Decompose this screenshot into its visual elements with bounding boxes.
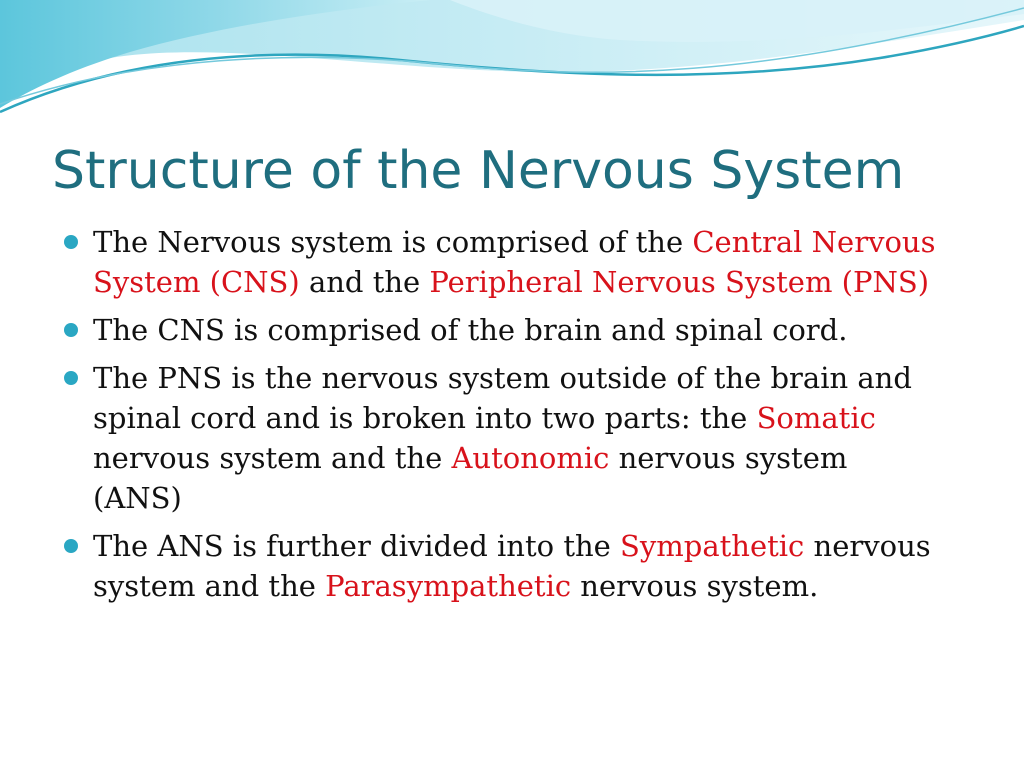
bullet-text: nervous system. [571, 569, 819, 603]
wave-band-top [450, 0, 1024, 42]
bullet-dot-icon [64, 539, 78, 553]
bullet-text: The PNS is the nervous system outside of… [93, 361, 912, 435]
bullet-dot-icon [64, 235, 78, 249]
slide-title: Structure of the Nervous System [52, 141, 905, 201]
highlighted-term: Autonomic [451, 441, 610, 475]
bullet-item: The PNS is the nervous system outside of… [62, 358, 942, 518]
bullet-list: The Nervous system is comprised of the C… [62, 222, 942, 614]
bullet-text: nervous system (ANS) [93, 441, 848, 515]
wave-band-front [0, 0, 430, 108]
bullet-text: and the [299, 265, 430, 299]
bullet-text: The CNS is comprised of the brain and sp… [93, 313, 848, 347]
bullet-item: The ANS is further divided into the Symp… [62, 526, 942, 606]
bullet-text: nervous system and the [93, 529, 931, 603]
highlighted-term: Parasympathetic [325, 569, 572, 603]
decorative-wave-header [0, 0, 1024, 114]
bullet-dot-icon [64, 371, 78, 385]
highlighted-term: Central Nervous System (CNS) [93, 225, 936, 299]
bullet-text: The Nervous system is comprised of the [93, 225, 693, 259]
bullet-item: The CNS is comprised of the brain and sp… [62, 310, 942, 350]
bullet-text: The ANS is further divided into the [93, 529, 621, 563]
wave-line-2 [0, 7, 1024, 105]
bullet-text: nervous system and the [93, 441, 452, 475]
highlighted-term: Sympathetic [620, 529, 805, 563]
highlighted-term: Peripheral Nervous System (PNS) [429, 265, 930, 299]
bullet-dot-icon [64, 323, 78, 337]
highlighted-term: Somatic [756, 401, 876, 435]
bullet-item: The Nervous system is comprised of the C… [62, 222, 942, 302]
